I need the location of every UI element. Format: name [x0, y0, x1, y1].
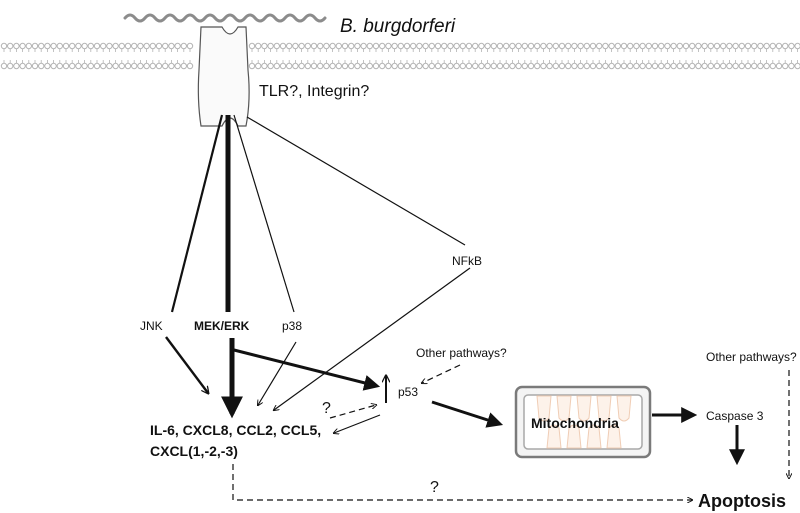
cytokines-label-line1: IL-6, CXCL8, CCL2, CCL5,	[150, 422, 321, 438]
arrow-cytokines-p53-dashed	[329, 405, 376, 419]
arrow-cytokines-apoptosis	[232, 464, 692, 500]
receptor-label: TLR?, Integrin?	[259, 83, 369, 100]
p53-label: p53	[398, 385, 418, 399]
mitochondria-label: Mitochondria	[531, 415, 619, 431]
other-pathways-left-label: Other pathways?	[416, 346, 507, 360]
arrow-p53-mitochondria	[431, 400, 504, 428]
arrow-mekerk-p53	[233, 348, 381, 391]
apoptosis-label: Apoptosis	[698, 491, 786, 511]
mekerk-label: MEK/ERK	[194, 319, 250, 333]
arrow-otherpathways-p53	[422, 364, 461, 383]
feedback-question-mark: ?	[322, 400, 331, 417]
arrow-nfkb-cytokines	[274, 267, 471, 410]
arrow-p38-cytokines	[258, 341, 297, 405]
arrow-p53-cytokines	[334, 414, 381, 433]
line-receptor-nfkb	[246, 116, 466, 246]
mitochondria-cristae	[536, 395, 632, 449]
bacterium-spirochete	[123, 13, 327, 23]
other-pathways-right-label: Other pathways?	[706, 350, 797, 364]
bacterium-label: B. burgdorferi	[340, 16, 456, 37]
cell-membrane	[0, 42, 800, 70]
line-receptor-p38	[233, 114, 295, 313]
caspase-label: Caspase 3	[706, 409, 764, 423]
line-receptor-jnk	[170, 114, 224, 313]
bottom-question-mark: ?	[430, 479, 439, 496]
arrow-jnk-cytokines	[165, 336, 208, 393]
mitochondria-box	[514, 385, 652, 459]
receptor-icon	[197, 26, 250, 127]
p38-label: p38	[282, 319, 302, 333]
jnk-label: JNK	[140, 319, 163, 333]
nfkb-label: NFkB	[452, 254, 482, 268]
cytokines-label-line2: CXCL(1,-2,-3)	[150, 443, 238, 459]
